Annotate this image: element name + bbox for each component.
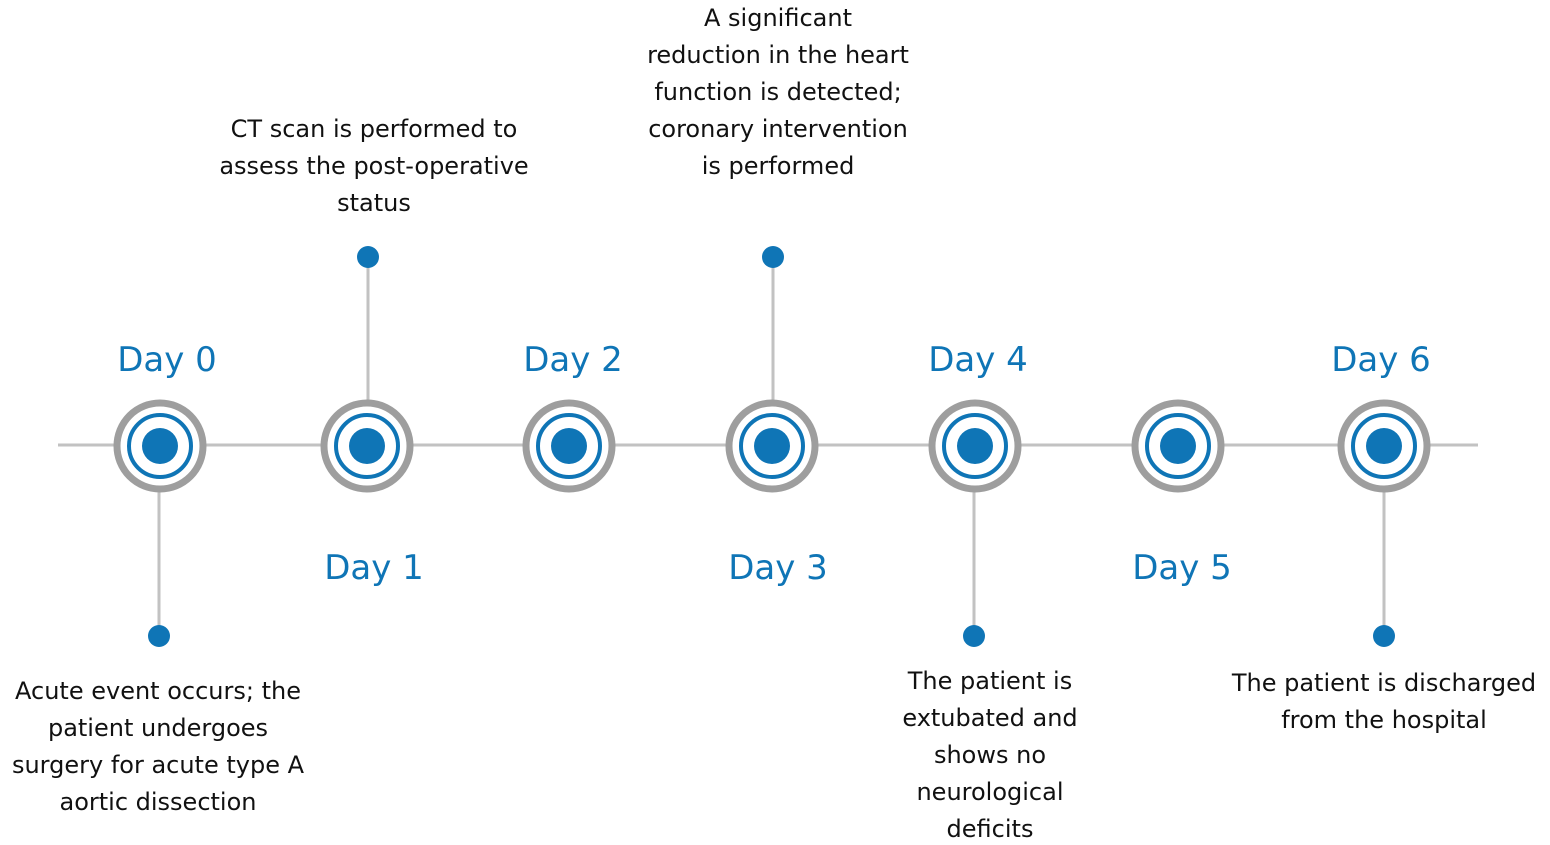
day-label-6: Day 6 bbox=[1331, 340, 1431, 380]
event-line: function is detected; bbox=[654, 78, 902, 106]
connector-dot-day6 bbox=[1373, 625, 1395, 647]
day-label-1: Day 1 bbox=[324, 548, 424, 588]
event-text-day6: The patient is discharged from the hospi… bbox=[1220, 665, 1548, 739]
day-label-4: Day 4 bbox=[928, 340, 1028, 380]
event-line: aortic dissection bbox=[59, 788, 257, 816]
event-line: The patient is bbox=[907, 667, 1073, 695]
event-line: Acute event occurs; the bbox=[15, 677, 301, 705]
event-line: surgery for acute type A bbox=[11, 751, 305, 779]
event-line: patient undergoes bbox=[47, 714, 269, 742]
connector-dot-day3 bbox=[762, 246, 784, 268]
timeline-node-day4 bbox=[928, 399, 1022, 493]
event-line: neurological bbox=[916, 778, 1064, 806]
event-line: deficits bbox=[946, 815, 1034, 843]
connector-dot-day0 bbox=[148, 625, 170, 647]
event-line: coronary intervention bbox=[648, 115, 908, 143]
event-line: extubated and bbox=[902, 704, 1078, 732]
timeline-node-day5 bbox=[1131, 399, 1225, 493]
timeline-node-day0 bbox=[113, 399, 207, 493]
timeline-node-day2 bbox=[522, 399, 616, 493]
event-text-day1: CT scan is performed to assess the post-… bbox=[194, 111, 554, 222]
timeline-node-day1 bbox=[320, 399, 414, 493]
event-line: CT scan is performed to bbox=[230, 115, 518, 143]
event-line: is performed bbox=[701, 152, 855, 180]
event-line: The patient is discharged bbox=[1231, 669, 1537, 697]
day-label-0: Day 0 bbox=[117, 340, 217, 380]
event-text-day0: Acute event occurs; the patient undergoe… bbox=[0, 673, 316, 821]
day-label-5: Day 5 bbox=[1132, 548, 1232, 588]
timeline-node-day3 bbox=[725, 399, 819, 493]
event-line: reduction in the heart bbox=[647, 41, 909, 69]
event-line: shows no bbox=[933, 741, 1047, 769]
event-line: A significant bbox=[704, 4, 852, 32]
connector-dot-day4 bbox=[963, 625, 985, 647]
event-text-day4: The patient is extubated and shows no ne… bbox=[880, 663, 1100, 845]
event-text-day3: A significant reduction in the heart fun… bbox=[613, 0, 943, 185]
event-line: assess the post-operative bbox=[219, 152, 529, 180]
day-label-3: Day 3 bbox=[728, 548, 828, 588]
event-line: from the hospital bbox=[1281, 706, 1487, 734]
day-label-2: Day 2 bbox=[523, 340, 623, 380]
event-line: status bbox=[337, 189, 411, 217]
timeline-node-day6 bbox=[1337, 399, 1431, 493]
connector-dot-day1 bbox=[357, 246, 379, 268]
